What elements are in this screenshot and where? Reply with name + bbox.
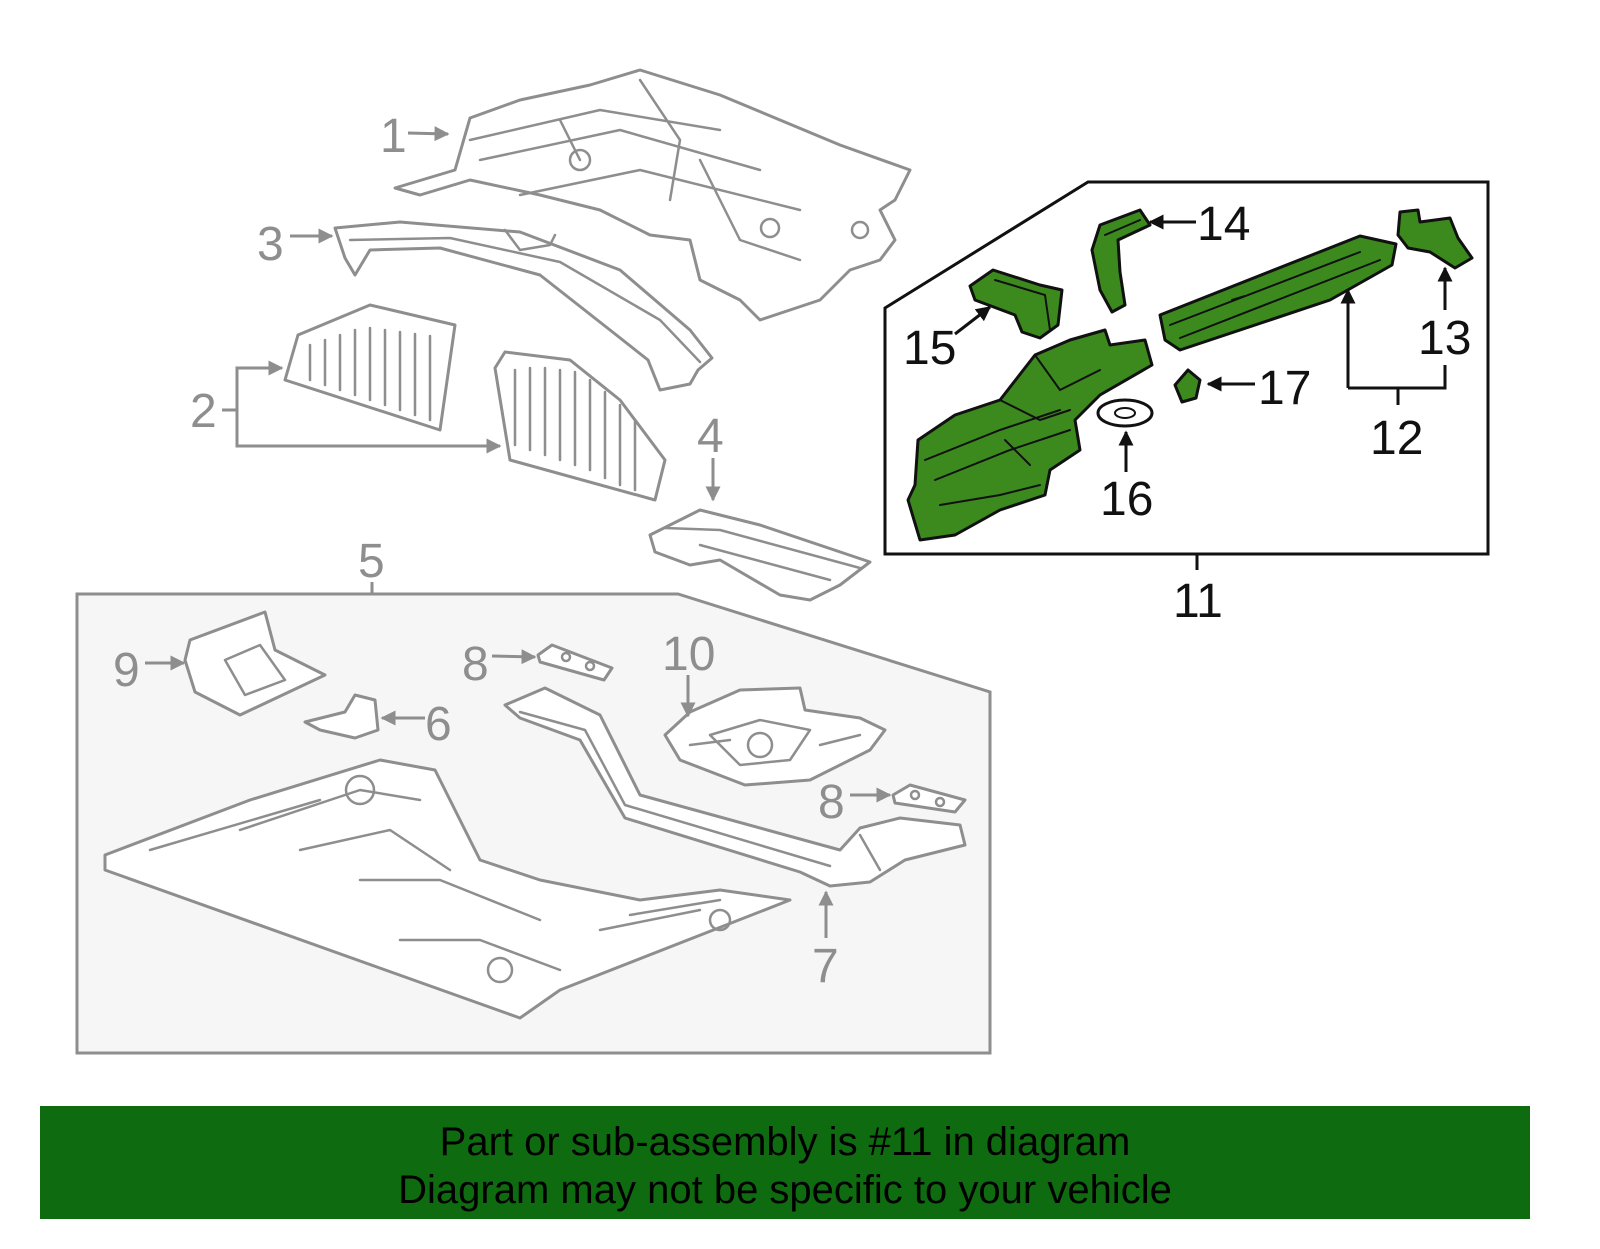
callout-13: 13 — [1418, 312, 1471, 365]
part-10-floor-panel — [663, 686, 887, 787]
callout-6: 6 — [425, 698, 452, 751]
leader-lines-grey — [145, 126, 892, 938]
part-3-crossmember — [333, 220, 714, 392]
callout-7: 7 — [812, 940, 839, 993]
part-14-bracket — [1090, 208, 1152, 314]
callout-8-lower: 8 — [818, 776, 845, 829]
part-7-rail — [503, 686, 967, 888]
banner-line-2: Diagram may not be specific to your vehi… — [398, 1168, 1172, 1212]
callout-8-upper: 8 — [462, 638, 489, 691]
part-1-rear-floor-pan — [393, 68, 912, 322]
part-8-lower-bracket — [891, 783, 967, 814]
callout-4: 4 — [697, 410, 724, 463]
callout-5: 5 — [358, 535, 385, 588]
part-12-rail — [1158, 234, 1398, 352]
part-4-rail — [648, 508, 872, 602]
callout-2: 2 — [190, 385, 217, 438]
part-8-upper-bracket — [536, 643, 614, 682]
callout-10: 10 — [662, 628, 715, 681]
callout-3: 3 — [257, 218, 284, 271]
callout-17: 17 — [1258, 362, 1311, 415]
leader-lines-black — [954, 214, 1453, 570]
part-9-bracket — [183, 610, 327, 717]
info-banner: Part or sub-assembly is #11 in diagram D… — [40, 1106, 1530, 1219]
callout-15: 15 — [903, 322, 956, 375]
callout-1: 1 — [380, 110, 407, 163]
part-15-bracket — [968, 268, 1064, 340]
part-2-right-panel — [493, 350, 667, 502]
callout-12: 12 — [1370, 412, 1423, 465]
part-2-left-panel — [283, 303, 457, 432]
part-16-grommet — [1096, 398, 1154, 428]
part-5-floor-pan — [103, 758, 792, 1020]
part-11-rear-rail-assembly — [906, 328, 1154, 542]
callout-16: 16 — [1100, 473, 1153, 526]
part-6-bracket — [303, 693, 380, 740]
part-17-plug — [1173, 368, 1202, 404]
callout-14: 14 — [1197, 198, 1250, 251]
callout-11: 11 — [1173, 575, 1223, 628]
callout-9: 9 — [113, 644, 140, 697]
part-13-bracket — [1396, 208, 1474, 270]
banner-line-1: Part or sub-assembly is #11 in diagram — [439, 1120, 1131, 1164]
